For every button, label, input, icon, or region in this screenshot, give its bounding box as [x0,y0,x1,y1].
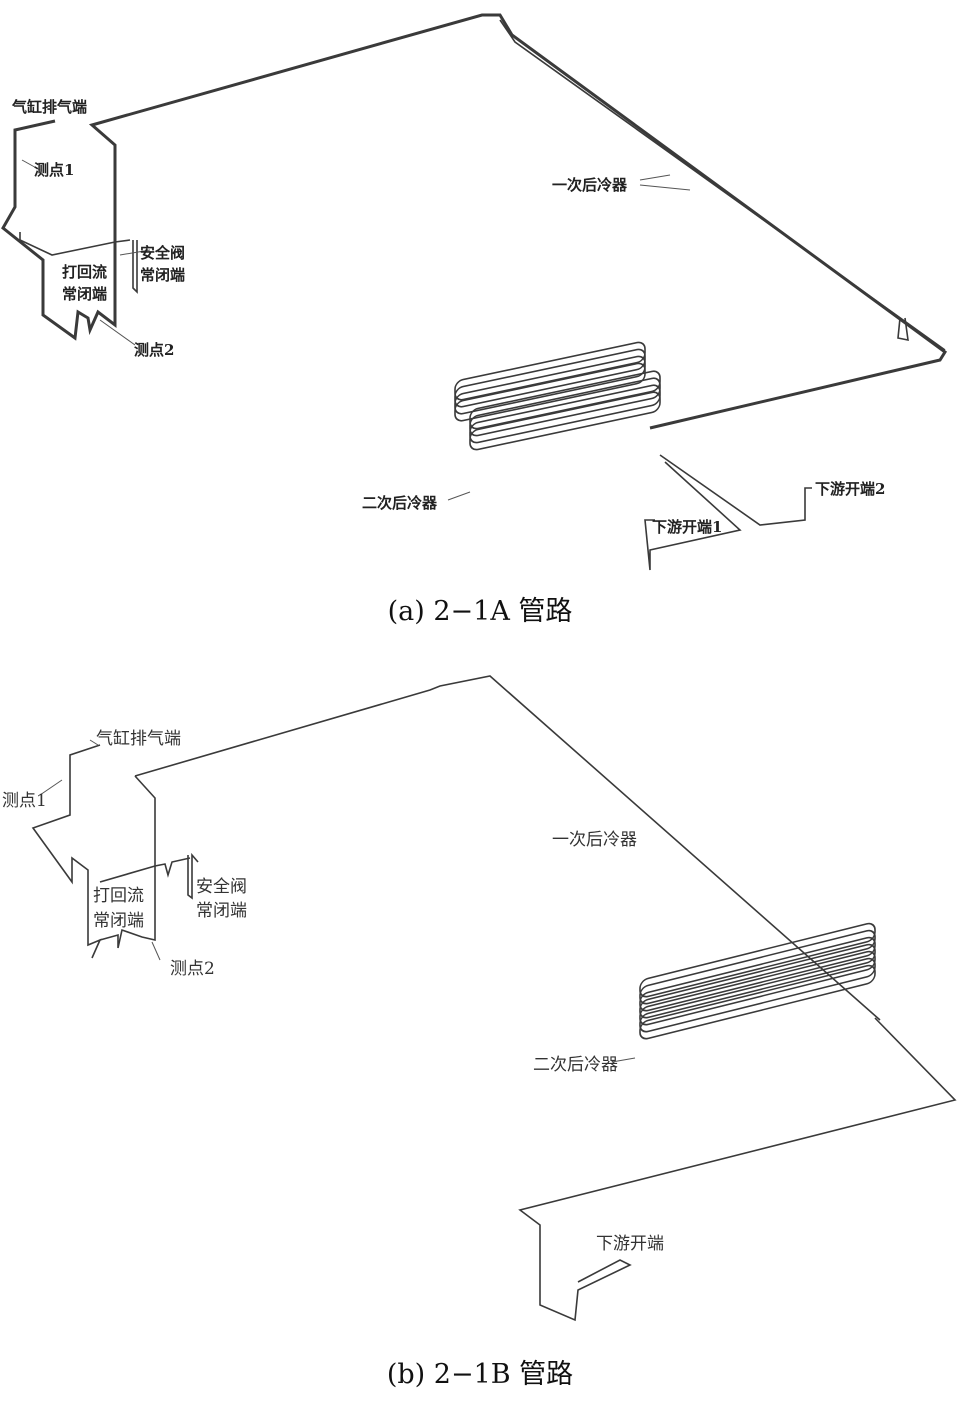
pipe-a-upper-return [499,19,946,351]
label-bypass-closed-b: 常闭端 [93,911,144,931]
caption-a: (a) 2−1A 管路 [388,596,573,627]
pipe-a-downstream [659,454,812,526]
pipe-a-exhaust-leg [1,13,948,430]
label-primary-cooler-b: 一次后冷器 [552,830,637,850]
label-primary-cooler-a: 一次后冷器 [552,176,628,194]
pipe-b-return [99,857,191,883]
diagram-a: 气缸排气端 测点1 安全阀 常闭端 打回流 常闭端 测点2 一次后冷器 二次后冷… [1,13,948,627]
label-bypass-b: 打回流 [93,886,144,906]
pipe-a-return [19,232,131,256]
label-secondary-cooler-a: 二次后冷器 [362,494,438,512]
label-downstream2-a: 下游开端2 [815,480,885,498]
pipe-b-exhaust-leg [31,744,102,959]
pipe-a-downstream1 [644,461,742,571]
label-safety-valve-closed-a: 常闭端 [140,266,185,284]
label-point2-b: 测点2 [170,959,215,979]
label-safety-valve-closed-b: 常闭端 [196,901,247,921]
label-safety-valve-b: 安全阀 [196,877,247,897]
label-safety-valve-a: 安全阀 [140,244,185,262]
diagram-b: 气缸排气端 测点1 安全阀 常闭端 打回流 常闭端 测点2 一次后冷器 二次后冷… [2,675,957,1390]
pipe-b-main [99,775,156,949]
secondary-cooler-a [454,341,661,451]
caption-b: (b) 2−1B 管路 [387,1359,573,1390]
label-point1-b: 测点1 [2,791,47,811]
label-secondary-cooler-b: 二次后冷器 [533,1055,618,1075]
label-cylinder-exhaust-b: 气缸排气端 [96,728,181,749]
label-cylinder-exhaust-a: 气缸排气端 [11,98,87,116]
safety-valve-b [187,852,199,900]
pipe-b-upper [134,675,881,1021]
label-downstream-b: 下游开端 [596,1234,664,1254]
label-point1-a: 测点1 [34,161,74,179]
label-bypass-a: 打回流 [62,263,107,281]
pipe-b-downstream [518,1017,957,1322]
pipe-a-return-line [897,317,909,342]
safety-valve-a [132,240,138,294]
label-downstream1-a: 下游开端1 [652,518,722,536]
label-bypass-closed-a: 常闭端 [62,285,107,303]
label-point2-a: 测点2 [134,341,174,359]
secondary-cooler-b [639,922,876,1040]
